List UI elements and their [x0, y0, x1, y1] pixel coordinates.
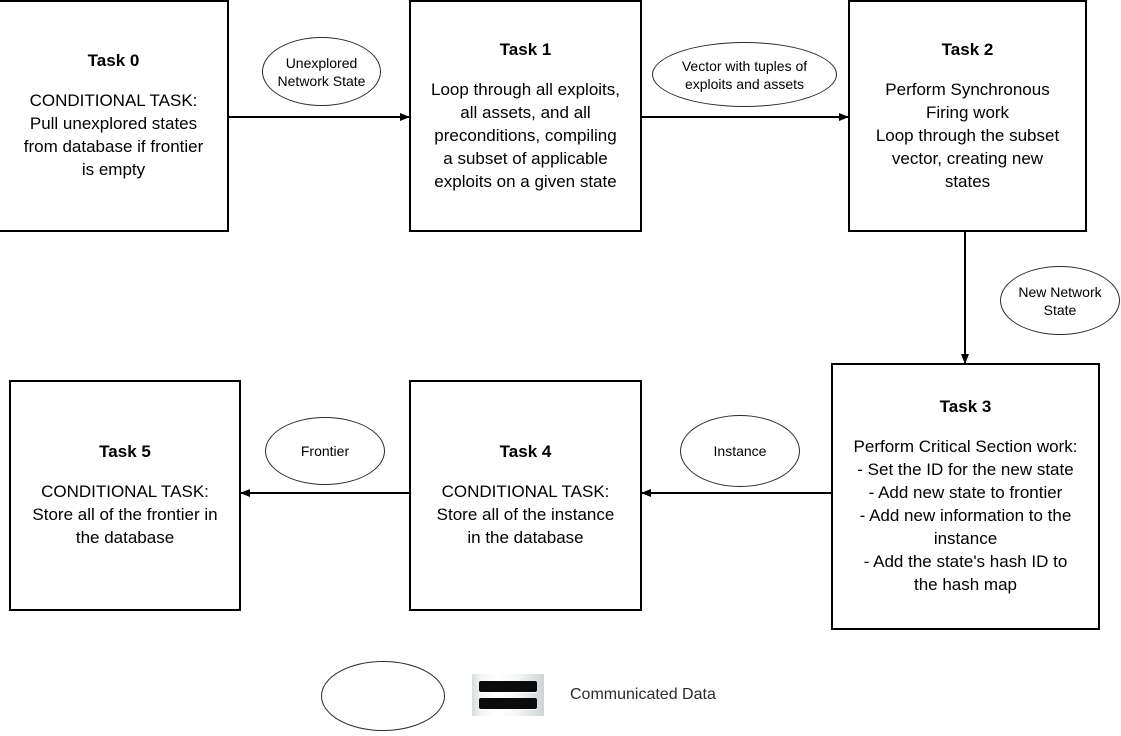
node-task4-body: CONDITIONAL TASK: Store all of the insta… — [436, 482, 615, 547]
node-task2[interactable]: Task 2 Perform Synchronous Firing work L… — [848, 0, 1087, 232]
data-label-vector-tuples[interactable]: Vector with tuples of exploits and asset… — [652, 42, 837, 107]
node-task3-title: Task 3 — [939, 397, 992, 416]
node-task0-body: CONDITIONAL TASK: Pull unexplored states… — [23, 91, 204, 179]
node-task2-body: Perform Synchronous Firing work Loop thr… — [875, 79, 1060, 191]
equals-icon — [472, 674, 544, 716]
equals-icon-bar-bottom — [479, 698, 537, 709]
node-task1-title: Task 1 — [499, 39, 552, 59]
equals-icon-bar-top — [479, 681, 537, 692]
data-label-unexplored-network-state[interactable]: Unexplored Network State — [262, 37, 381, 106]
data-label-instance[interactable]: Instance — [680, 415, 800, 487]
node-task3[interactable]: Task 3 Perform Critical Section work: - … — [831, 363, 1100, 630]
node-task2-title: Task 2 — [941, 39, 994, 59]
node-task3-body: Perform Critical Section work: - Set the… — [853, 437, 1078, 594]
legend-label-communicated-data: Communicated Data — [570, 686, 716, 703]
node-task5-title: Task 5 — [99, 442, 151, 461]
node-task1[interactable]: Task 1 Loop through all exploits, all as… — [409, 0, 642, 232]
data-label-new-network-state[interactable]: New Network State — [1000, 266, 1120, 335]
node-task5[interactable]: Task 5 CONDITIONAL TASK: Store all of th… — [9, 380, 241, 611]
data-label-frontier[interactable]: Frontier — [265, 417, 385, 485]
node-task4-title: Task 4 — [499, 442, 552, 461]
node-task5-body: CONDITIONAL TASK: Store all of the front… — [32, 482, 218, 547]
legend-ellipse-shape — [321, 661, 445, 731]
node-task0-title: Task 0 — [87, 51, 140, 70]
node-task1-body: Loop through all exploits, all assets, a… — [430, 79, 621, 191]
node-task0[interactable]: Task 0 CONDITIONAL TASK: Pull unexplored… — [0, 0, 229, 232]
node-task4[interactable]: Task 4 CONDITIONAL TASK: Store all of th… — [409, 380, 642, 611]
